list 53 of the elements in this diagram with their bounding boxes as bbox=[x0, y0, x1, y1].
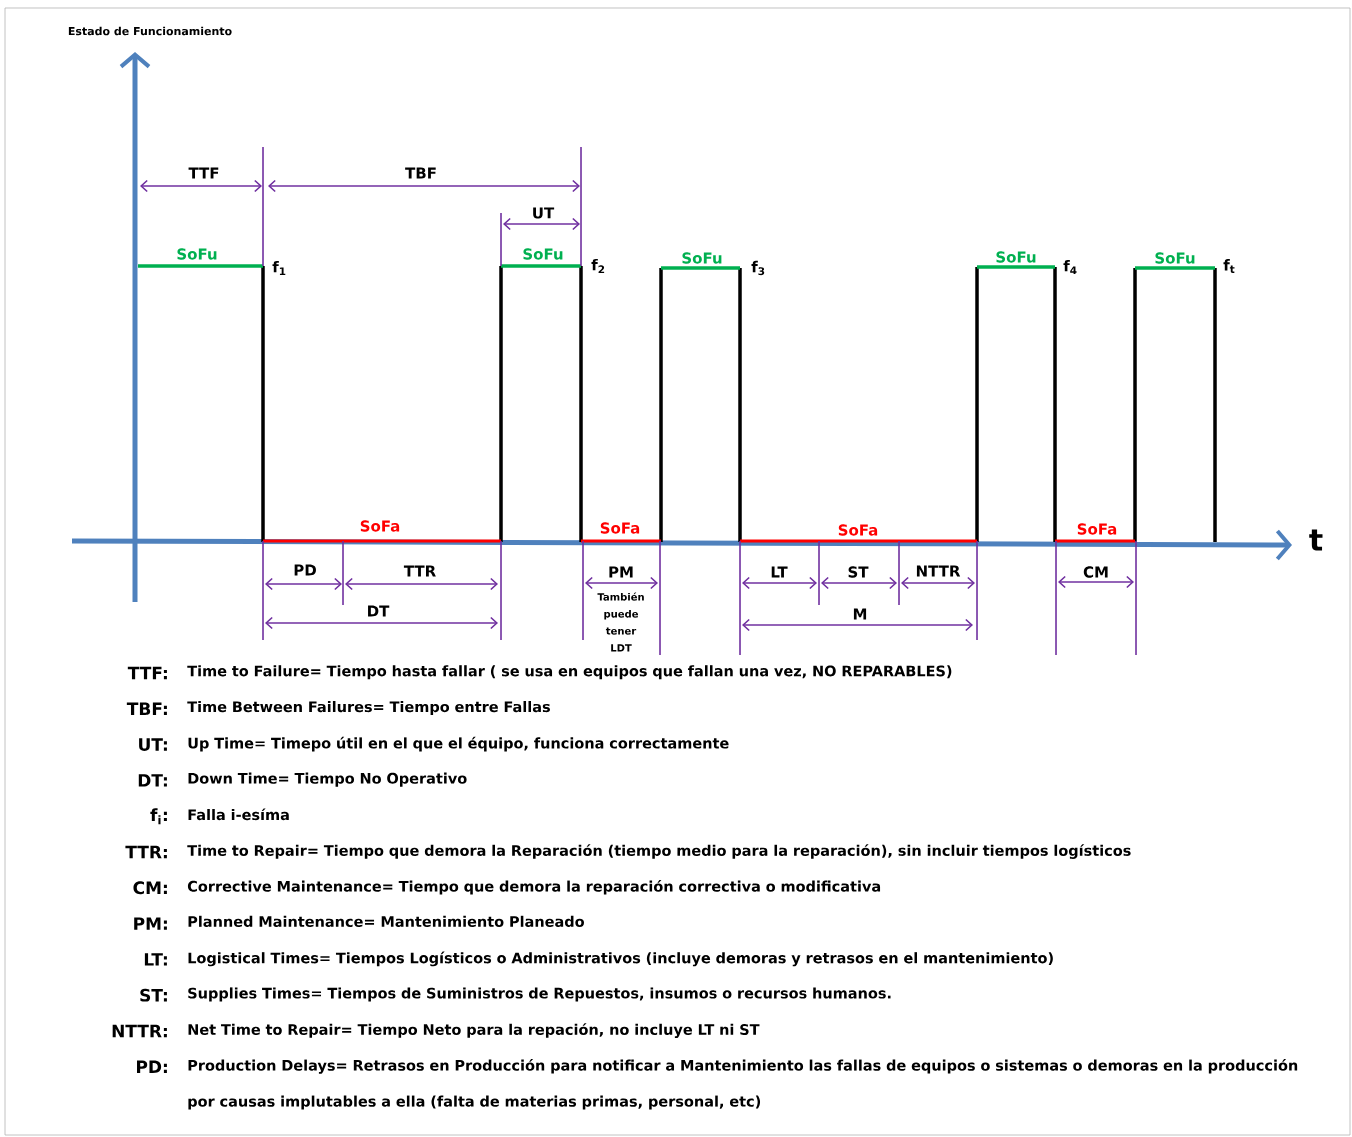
failure-label: f$_{t}$ bbox=[1223, 259, 1235, 273]
failure-label: f$_{3}$ bbox=[751, 260, 765, 276]
glossary-definition: Time to Failure= Tiempo hasta fallar ( se usa en equipos que fallan una vez, NO REPARABLES) bbox=[187, 665, 952, 680]
glossary-term: DT: bbox=[138, 774, 167, 787]
state-label: SoFu bbox=[682, 252, 722, 264]
glossary-term: PD: bbox=[137, 1060, 167, 1073]
dimension-label: ST bbox=[848, 566, 869, 578]
axis-label: Estado de Funcionamiento bbox=[68, 26, 232, 36]
dimension-label: TTF bbox=[188, 167, 219, 179]
glossary-term: TTR: bbox=[125, 845, 167, 859]
failure-label: f$_{1}$ bbox=[272, 260, 286, 276]
dimension-label: PM bbox=[609, 566, 633, 578]
axis-label: t bbox=[1309, 529, 1323, 551]
glossary-term: TTF: bbox=[127, 666, 167, 680]
dimension-label: M bbox=[853, 608, 867, 620]
state-label: SoFu bbox=[1155, 252, 1195, 264]
glossary-definition: Up Time= Timepo útil en el que el équipo, funciona correctamente bbox=[188, 736, 729, 752]
dimension-label: DT bbox=[368, 605, 390, 617]
state-label: SoFu bbox=[996, 251, 1036, 263]
glossary-term: TBF: bbox=[126, 702, 167, 715]
glossary-term: ST: bbox=[140, 988, 167, 1002]
glossary-definition: Falla i-esíma bbox=[188, 808, 289, 821]
state-label: SoFa bbox=[838, 524, 878, 536]
glossary-term: UT: bbox=[139, 738, 167, 751]
glossary-definition: Net Time to Repair= Tiempo Neto para la repación, no incluye LT ni ST bbox=[188, 1023, 760, 1038]
state-label: SoFa bbox=[360, 520, 400, 532]
state-label: SoFu bbox=[177, 248, 217, 260]
dimension-label: TTR bbox=[403, 565, 436, 577]
glossary-term: LT: bbox=[144, 953, 167, 966]
glossary-definition: Planned Maintenance= Mantenimiento Planeado bbox=[188, 915, 584, 927]
dimension-label: NTTR bbox=[916, 565, 961, 577]
glossary-definition: Corrective Maintenance= Tiempo que demora la reparación correctiva o modificativa bbox=[187, 880, 881, 895]
dimension-label: PD bbox=[294, 564, 316, 576]
state-label: SoFa bbox=[1077, 523, 1117, 535]
glossary-definition: Down Time= Tiempo No Operativo bbox=[188, 772, 467, 787]
glossary-definition: Time to Repair= Tiempo que demora la Reparación (tiempo medio para la reparación), sin incluir tiempos logísticos bbox=[187, 844, 1131, 859]
state-label: SoFa bbox=[600, 522, 640, 534]
dimension-label: UT bbox=[533, 207, 555, 219]
glossary-definition: Logistical Times= Tiempos Logísticos o Administrativos (incluye demoras y retrasos en el mantenimiento) bbox=[188, 951, 1053, 967]
note-text: También puede tener LDT bbox=[597, 592, 644, 652]
glossary-definition: Time Between Failures= Tiempo entre Fallas bbox=[187, 701, 550, 716]
glossary-definition: Production Delays= Retrasos en Producción para notificar a Mantenimiento las fallas de equipos o sistemas o demoras en la producción por causas implutables a ella (falta de materias primas, personal, etc) bbox=[188, 1059, 1298, 1110]
dimension-label: TBF bbox=[405, 167, 436, 179]
glossary-definition: Supplies Times= Tiempos de Suministros de Repuestos, insumos o recursos humanos. bbox=[188, 987, 891, 1002]
dimension-label: LT bbox=[771, 566, 788, 578]
failure-label: f$_{4}$ bbox=[1063, 259, 1077, 275]
state-label: SoFu bbox=[523, 248, 563, 260]
glossary-term: PM: bbox=[134, 917, 167, 930]
glossary-term: CM: bbox=[133, 881, 167, 895]
failure-label: f$_{2}$ bbox=[591, 258, 605, 274]
glossary-term: f$_{i}$: bbox=[150, 808, 167, 825]
glossary-term: NTTR: bbox=[112, 1024, 167, 1038]
dimension-label: CM bbox=[1083, 566, 1108, 578]
